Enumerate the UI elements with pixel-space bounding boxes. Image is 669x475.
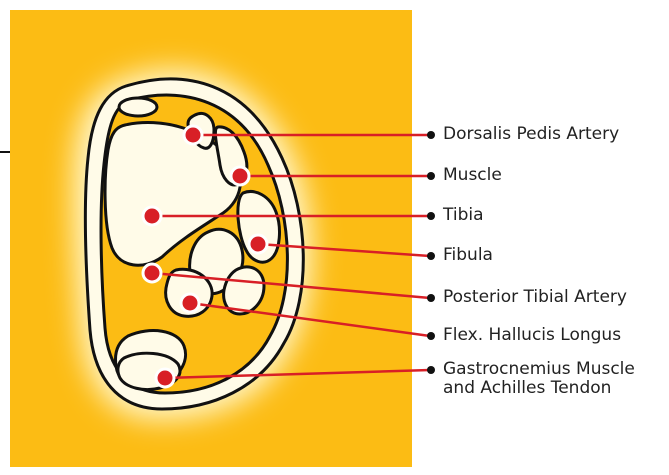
label-dot-muscle [427,172,435,180]
marker-posterior-tibial-artery [143,264,161,282]
label-gastrocnemius-line2: and Achilles Tendon [443,379,635,398]
marker-gastrocnemius [156,369,174,387]
marker-fibula [249,235,267,253]
marker-dorsalis-pedis-artery [184,126,202,144]
label-dot-dorsalis-pedis-artery [427,131,435,139]
marker-tibia [143,207,161,225]
label-dot-flex-hallucis-longus [427,332,435,340]
label-gastrocnemius-line1: Gastrocnemius Muscle [443,360,635,379]
marker-flex-hallucis-longus [181,294,199,312]
label-fibula: Fibula [443,246,493,265]
label-dorsalis-pedis-artery: Dorsalis Pedis Artery [443,125,619,144]
label-dot-posterior-tibial-artery [427,294,435,302]
label-tibia: Tibia [443,206,484,225]
label-posterior-tibial-artery: Posterior Tibial Artery [443,288,627,307]
top-oval [119,98,157,116]
marker-muscle [231,167,249,185]
label-muscle: Muscle [443,166,502,185]
label-dot-fibula [427,252,435,260]
label-flex-hallucis-longus: Flex. Hallucis Longus [443,326,621,345]
label-dot-gastrocnemius [427,366,435,374]
label-dot-tibia [427,212,435,220]
label-gastrocnemius: Gastrocnemius Muscle and Achilles Tendon [443,360,635,398]
